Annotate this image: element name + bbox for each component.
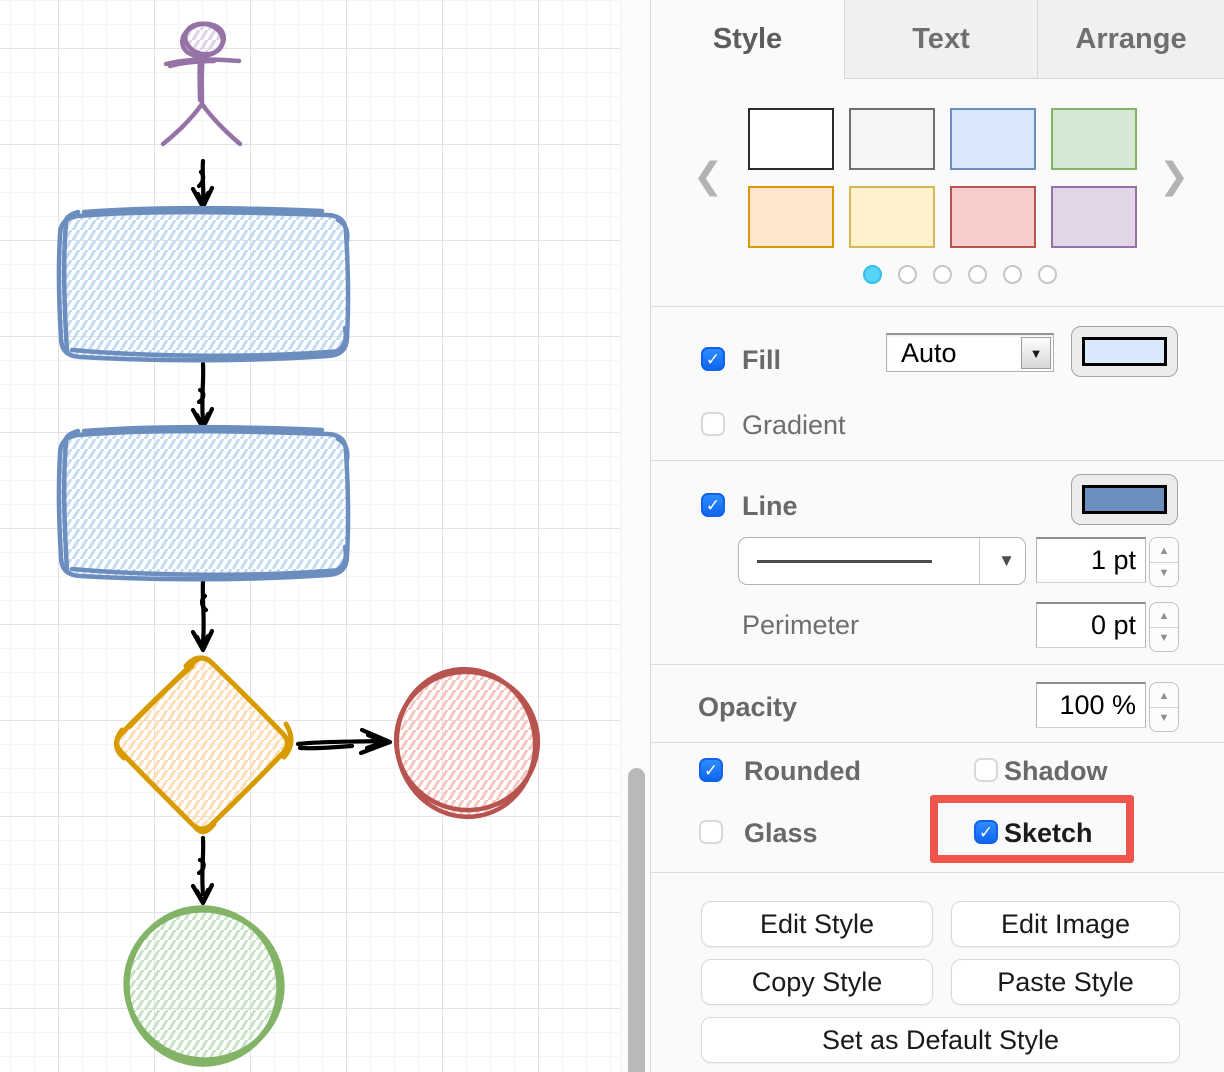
opacity-stepper[interactable]: ▲ ▼ (1149, 682, 1179, 732)
style-swatch-gray[interactable] (849, 108, 935, 170)
actor-shape[interactable] (160, 20, 243, 147)
checkmark-icon: ✓ (705, 496, 721, 515)
style-swatch-red[interactable] (950, 186, 1036, 248)
line-checkbox[interactable]: ✓ (701, 493, 725, 517)
gradient-label: Gradient (742, 410, 846, 440)
pager-dot-6[interactable] (1038, 265, 1057, 284)
glass-checkbox[interactable]: ✓ (699, 820, 723, 844)
sketch-highlight-annotation (930, 795, 1134, 863)
checkmark-icon: ✓ (703, 761, 719, 780)
checkmark-icon: ✓ (705, 350, 721, 369)
fill-label: Fill (742, 345, 781, 375)
divider (979, 538, 980, 584)
section-divider (651, 664, 1224, 665)
edit-image-button[interactable]: Edit Image (951, 901, 1180, 947)
rounded-checkbox[interactable]: ✓ (699, 758, 723, 782)
dropdown-arrow-icon[interactable]: ▼ (1021, 337, 1051, 369)
tab-style[interactable]: Style (651, 0, 844, 79)
end-right-shape[interactable] (383, 658, 551, 828)
chevron-left-icon[interactable]: ❮ (693, 155, 724, 196)
canvas-scrollbar-thumb[interactable] (628, 768, 645, 1072)
fill-color-preview (1082, 337, 1167, 366)
paste-style-button[interactable]: Paste Style (951, 959, 1180, 1005)
fill-style-value: Auto (901, 338, 957, 368)
line-color-button[interactable] (1071, 474, 1178, 525)
tab-arrange[interactable]: Arrange (1037, 0, 1224, 79)
step-up-icon[interactable]: ▲ (1150, 538, 1178, 563)
section-divider (651, 460, 1224, 461)
pager-dot-5[interactable] (1003, 265, 1022, 284)
process-1-shape[interactable] (59, 208, 348, 360)
diagram-canvas[interactable] (0, 0, 620, 1072)
opacity-label: Opacity (698, 692, 798, 722)
step-down-icon[interactable]: ▼ (1158, 712, 1170, 724)
end-bottom-shape[interactable] (114, 898, 294, 1072)
fill-style-select[interactable]: Auto ▼ (886, 333, 1054, 372)
style-swatch-orange[interactable] (748, 186, 834, 248)
shadow-label: Shadow (1004, 756, 1108, 786)
process-2-shape[interactable] (59, 427, 348, 579)
shadow-checkbox[interactable]: ✓ (974, 758, 998, 782)
step-down-icon[interactable]: ▼ (1158, 567, 1170, 579)
perimeter-label: Perimeter (742, 610, 860, 640)
line-style-select[interactable]: ▼ (738, 537, 1026, 585)
dropdown-arrow-icon[interactable]: ▼ (998, 551, 1015, 570)
step-up-icon[interactable]: ▲ (1150, 683, 1178, 708)
fill-color-button[interactable] (1071, 326, 1178, 377)
section-divider (651, 742, 1224, 743)
pager-dot-4[interactable] (968, 265, 987, 284)
step-down-icon[interactable]: ▼ (1158, 632, 1170, 644)
checkmark-icon: ✓ (978, 823, 994, 842)
decision-shape[interactable] (114, 655, 294, 835)
line-style-preview (757, 560, 932, 563)
set-default-style-button[interactable]: Set as Default Style (701, 1017, 1180, 1063)
line-label: Line (742, 491, 798, 521)
tab-text[interactable]: Text (844, 0, 1037, 79)
sketch-label: Sketch (1004, 818, 1093, 848)
sketch-checkbox[interactable]: ✓ (974, 820, 998, 844)
glass-label: Glass (744, 818, 818, 848)
fill-checkbox[interactable]: ✓ (701, 347, 725, 371)
format-panel: Style Text Arrange ❮ ❯ ✓ Fill Auto ▼ (650, 0, 1224, 1072)
canvas-scrollbar-track[interactable] (620, 0, 649, 1072)
line-color-preview (1082, 485, 1167, 514)
style-swatch-yellow[interactable] (849, 186, 935, 248)
pager-dot-3[interactable] (933, 265, 952, 284)
rounded-label: Rounded (744, 756, 861, 786)
step-up-icon[interactable]: ▲ (1150, 603, 1178, 628)
chevron-right-icon[interactable]: ❯ (1159, 155, 1190, 196)
copy-style-button[interactable]: Copy Style (701, 959, 933, 1005)
section-divider (651, 872, 1224, 873)
style-swatch-white[interactable] (748, 108, 834, 170)
style-swatch-blue[interactable] (950, 108, 1036, 170)
line-width-stepper[interactable]: ▲ ▼ (1149, 537, 1179, 587)
pager-dot-2[interactable] (898, 265, 917, 284)
perimeter-stepper[interactable]: ▲ ▼ (1149, 602, 1179, 652)
format-tabs: Style Text Arrange (651, 0, 1224, 79)
pager-dot-1[interactable] (863, 265, 882, 284)
edit-style-button[interactable]: Edit Style (701, 901, 933, 947)
line-width-input[interactable]: 1 pt (1036, 537, 1146, 583)
perimeter-input[interactable]: 0 pt (1036, 602, 1146, 648)
section-divider (651, 306, 1224, 307)
gradient-checkbox[interactable]: ✓ (701, 412, 725, 436)
style-swatch-green[interactable] (1051, 108, 1137, 170)
opacity-input[interactable]: 100 % (1036, 682, 1146, 728)
connector-arrows[interactable] (190, 158, 393, 906)
style-swatch-purple[interactable] (1051, 186, 1137, 248)
